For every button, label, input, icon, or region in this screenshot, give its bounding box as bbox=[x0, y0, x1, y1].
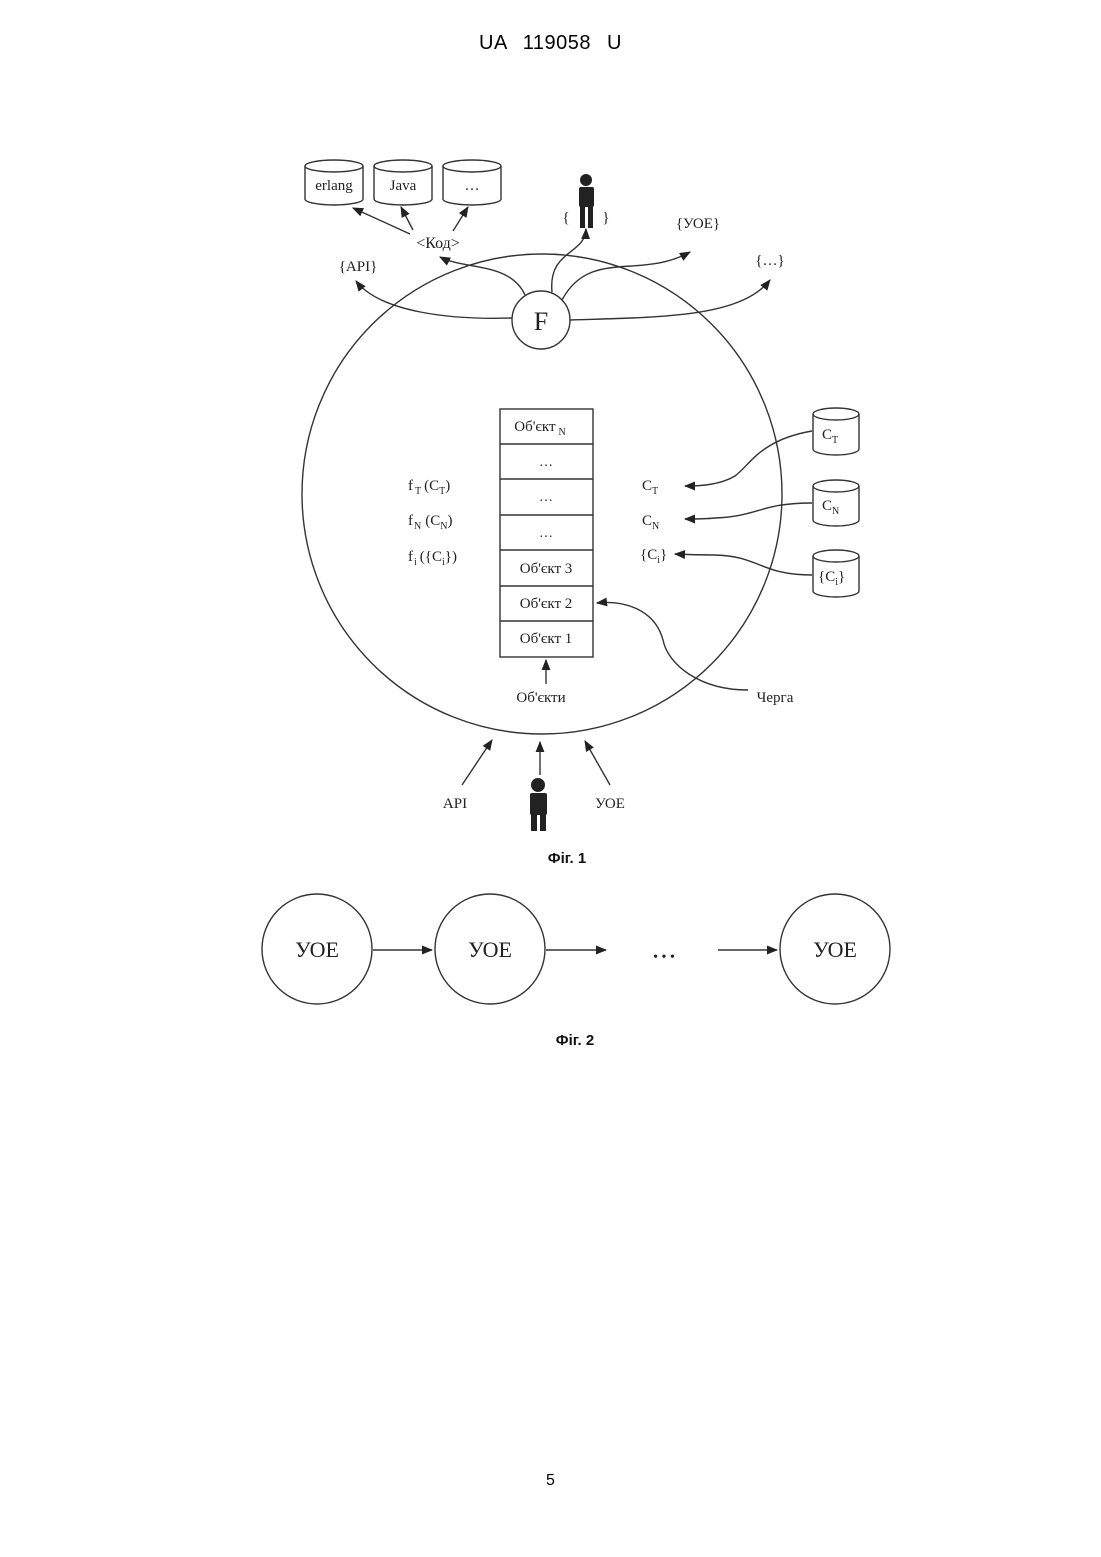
code-database-erlang: erlang bbox=[305, 160, 363, 205]
uoe-input-label: УОЕ bbox=[595, 796, 625, 812]
function-t: fT(CT) bbox=[408, 478, 450, 497]
context-label-n: CN bbox=[642, 513, 659, 532]
context-database-n bbox=[813, 480, 859, 526]
user-person-icon bbox=[579, 174, 594, 228]
context-arrow-n bbox=[685, 503, 812, 519]
api-out-label: {API} bbox=[339, 259, 378, 275]
context-label-i: {Ci} bbox=[640, 547, 667, 566]
function-n: fN(CN) bbox=[408, 513, 452, 532]
uoe-input-arrow bbox=[585, 741, 610, 785]
code-arrow-java bbox=[401, 207, 413, 230]
queue-cell: Об'єкт 3 bbox=[520, 561, 573, 577]
api-input-label: API bbox=[443, 796, 467, 812]
code-database-other: … bbox=[443, 160, 501, 205]
f-to-person-curve bbox=[552, 229, 586, 292]
database-label: erlang bbox=[315, 178, 353, 194]
queue-label: Черга bbox=[757, 690, 794, 706]
code-arrow-other bbox=[453, 207, 468, 231]
context-db-label-i: {Ci} bbox=[818, 569, 845, 588]
fig2-caption: Фіг. 2 bbox=[556, 1032, 594, 1049]
database-label: Java bbox=[390, 178, 417, 194]
context-db-label-n: CN bbox=[822, 498, 839, 517]
queue-cell: … bbox=[539, 526, 553, 541]
code-database-java: Java bbox=[374, 160, 432, 205]
context-arrow-i bbox=[675, 554, 812, 575]
f-to-uoe-curve bbox=[562, 252, 690, 300]
user-input-person-icon bbox=[530, 778, 547, 831]
database-label: … bbox=[465, 178, 480, 194]
uoe-node-label: УОЕ bbox=[295, 937, 339, 962]
objects-label: Об'єкти bbox=[516, 690, 565, 706]
f-to-code-curve bbox=[440, 257, 525, 295]
fig1: erlang Java … <Код> F {API} {УОЕ} {…} bbox=[302, 160, 859, 867]
person-brace-left: { bbox=[562, 210, 569, 226]
context-database-t bbox=[813, 408, 859, 455]
context-db-label-t: CT bbox=[822, 427, 838, 446]
f-to-etc-curve bbox=[570, 280, 770, 320]
fig2: УОЕ УОЕ УОЕ • • • Фіг. 2 bbox=[262, 894, 890, 1049]
page-number: 5 bbox=[0, 1472, 1101, 1490]
uoe-out-label: {УОЕ} bbox=[676, 216, 720, 232]
person-brace-right: } bbox=[602, 210, 609, 226]
queue-curve bbox=[597, 602, 748, 690]
fig1-caption: Фіг. 1 bbox=[548, 850, 586, 867]
queue-cell: … bbox=[539, 455, 553, 470]
etc-out-label: {…} bbox=[755, 253, 784, 269]
f-node-label: F bbox=[534, 307, 548, 336]
function-i: fi({Ci}) bbox=[408, 549, 457, 568]
uoe-node-label: УОЕ bbox=[813, 937, 857, 962]
queue-cell: … bbox=[539, 490, 553, 505]
code-label: <Код> bbox=[416, 235, 460, 252]
chain-ellipsis: • • • bbox=[653, 950, 675, 965]
code-arrow-erlang bbox=[353, 208, 410, 234]
f-to-api-curve bbox=[356, 281, 512, 318]
api-input-arrow bbox=[462, 740, 492, 785]
queue-cell: Об'єкт 2 bbox=[520, 596, 573, 612]
context-arrow-t bbox=[685, 431, 812, 486]
queue-cell: Об'єкт 1 bbox=[520, 631, 573, 647]
context-label-t: CT bbox=[642, 478, 658, 497]
uoe-node-label: УОЕ bbox=[468, 937, 512, 962]
